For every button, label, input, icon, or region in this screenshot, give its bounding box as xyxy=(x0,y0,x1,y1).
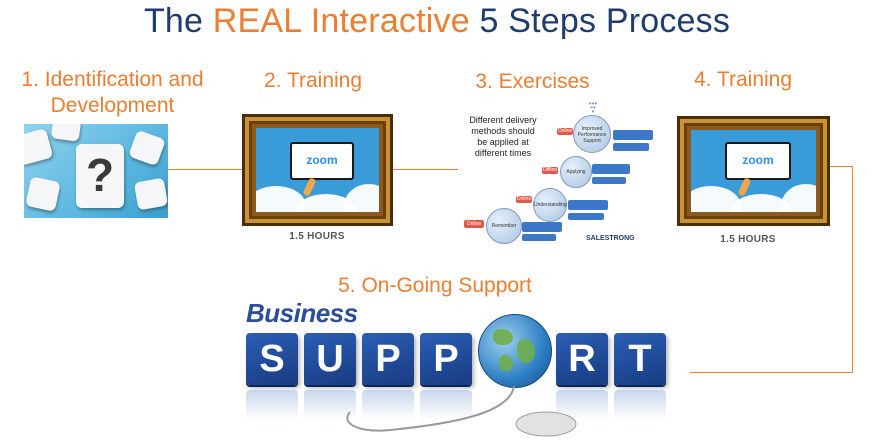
info-box xyxy=(568,213,604,220)
title-part-1: The xyxy=(143,2,213,40)
reflection xyxy=(614,390,666,420)
letter-u: U xyxy=(316,338,344,380)
puzzle-piece-center: ? xyxy=(76,144,124,208)
step-3-label: 3. Exercises xyxy=(475,70,590,93)
training-frame-1: zoom xyxy=(242,114,393,226)
laptop-screen: zoom xyxy=(290,142,354,180)
continent xyxy=(517,339,535,363)
step-4-label: 4. Training xyxy=(693,68,793,91)
tag-online: Online xyxy=(557,128,573,135)
step-2-label: 2. Training xyxy=(263,69,363,92)
puzzle-piece xyxy=(24,128,54,166)
tag-online: Online xyxy=(516,196,532,203)
letter-block: T xyxy=(614,333,666,385)
letter-p: P xyxy=(375,338,401,380)
bubble-remember: Remember xyxy=(486,208,522,244)
tag-offline: Offline xyxy=(542,167,558,174)
info-box xyxy=(592,177,626,184)
connector-2-3 xyxy=(393,169,458,170)
puzzle-piece xyxy=(50,124,82,142)
cloud xyxy=(344,184,379,212)
dots-icon: •••••• xyxy=(588,99,598,116)
zoom-logo: zoom xyxy=(306,153,338,167)
letter-block: P xyxy=(420,333,472,385)
info-box xyxy=(613,130,653,140)
hand-icon xyxy=(302,177,317,197)
note-line-3: be applied at xyxy=(477,137,529,147)
info-box xyxy=(522,234,556,241)
step-1-label: 1. Identification and Development xyxy=(10,67,215,119)
letter-block: P xyxy=(362,333,414,385)
exercises-diagram: Different delivery methods should be app… xyxy=(458,100,658,250)
continent xyxy=(499,355,513,371)
step-1-line-2: Development xyxy=(50,94,175,117)
letter-t: T xyxy=(628,338,652,380)
business-support-image: Business S U P P R T xyxy=(240,298,690,445)
puzzle-piece xyxy=(133,177,168,211)
business-word: Business xyxy=(246,298,358,328)
bubble-applying: Applying xyxy=(560,156,592,188)
training-frame-2: zoom xyxy=(677,116,830,226)
letter-p: P xyxy=(433,338,459,380)
step-1-line-1: 1. Identification and xyxy=(21,68,204,91)
letter-s: S xyxy=(259,338,285,380)
reflection xyxy=(362,390,414,420)
title-part-2: 5 Steps Process xyxy=(469,2,731,40)
salestrong-brand: SALESTRONG xyxy=(586,235,635,242)
puzzle-image: ? xyxy=(24,124,168,218)
info-box xyxy=(522,222,562,232)
exercises-note: Different delivery methods should be app… xyxy=(458,115,548,159)
puzzle-piece xyxy=(25,176,61,212)
info-box xyxy=(592,164,630,174)
zoom-scene: zoom xyxy=(256,128,379,212)
cloud xyxy=(781,184,816,212)
mouse-cable xyxy=(346,385,577,437)
note-line-2: methods should xyxy=(471,126,535,136)
page-title: The REAL Interactive 5 Steps Process xyxy=(0,2,874,41)
globe-icon xyxy=(478,314,552,388)
laptop-screen: zoom xyxy=(725,142,791,180)
connector-vertical xyxy=(852,166,853,373)
note-line-4: different times xyxy=(474,148,532,158)
hand-icon xyxy=(737,177,752,197)
info-box xyxy=(568,200,608,210)
zoom-logo: zoom xyxy=(742,153,774,167)
zoom-scene: zoom xyxy=(691,130,816,212)
tag-online: Online xyxy=(464,220,484,228)
training-2-duration: 1.5 HOURS xyxy=(720,234,776,245)
info-box xyxy=(613,143,649,151)
training-1-duration: 1.5 HOURS xyxy=(289,231,345,242)
cloud xyxy=(731,194,791,212)
letter-block: S xyxy=(246,333,298,385)
letter-block: R xyxy=(556,333,608,385)
connector-1-2 xyxy=(168,169,242,170)
step-5-label: 5. On-Going Support xyxy=(338,274,532,297)
letter-block: U xyxy=(304,333,356,385)
note-line-1: Different delivery xyxy=(469,115,537,125)
connector-to-support xyxy=(690,372,853,373)
puzzle-piece xyxy=(128,129,166,167)
title-highlight: REAL Interactive xyxy=(212,2,470,40)
bubble-understanding: Understanding xyxy=(533,188,567,222)
cloud xyxy=(296,194,356,212)
continent xyxy=(493,329,513,345)
letter-r: R xyxy=(568,338,596,380)
bubble-performance: Improved Performance Support xyxy=(573,115,611,153)
connector-4-right xyxy=(830,166,853,167)
reflection xyxy=(246,390,298,420)
reflection xyxy=(420,390,472,420)
question-mark-icon: ? xyxy=(85,149,115,201)
